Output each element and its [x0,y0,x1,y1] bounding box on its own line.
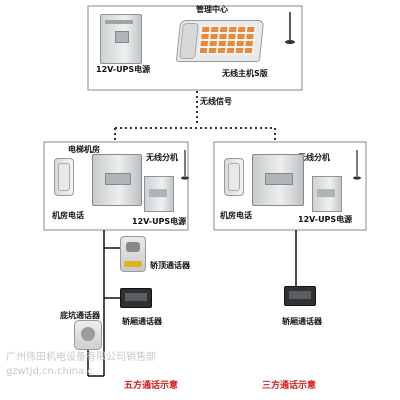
left-extension-cabinet [92,154,142,206]
left-ups-cabinet [144,176,174,212]
right-car-inside-label: 轿厢通话器 [282,317,322,326]
left-extension-label: 无线分机 [146,153,178,162]
top-ups-label: 12V-UPS电源 [96,65,151,74]
left-car-intercom-device [120,288,152,308]
right-extension-cabinet [252,154,304,206]
car-top-intercom-device [120,236,146,272]
left-ups-label: 12V-UPS电源 [132,217,187,226]
watermark-line1: 广州伟田机电设备有限公司销售部 [6,352,156,363]
top-ups-cabinet [100,14,142,64]
left-car-inside-label: 轿厢通话器 [122,317,162,326]
watermark-line2: gzwtjd.cn.china.c [6,366,93,377]
right-extension-label: 无线分机 [298,153,330,162]
right-room-phone-label: 机房电话 [220,211,252,220]
left-room-phone-device [54,158,74,196]
car-top-label: 轿顶通话器 [150,261,190,270]
left-room-phone-label: 机房电话 [52,211,84,220]
host-label: 无线主机S版 [222,69,268,78]
management-center-title: 管理中心 [196,5,228,14]
right-ups-cabinet [312,176,342,212]
left-machine-room-label: 电梯机房 [68,145,100,154]
right-room-phone-device [224,158,244,196]
pit-intercom-device [74,320,102,350]
right-ups-label: 12V-UPS电源 [298,215,353,224]
pit-label: 底坑通话器 [60,311,100,320]
right-caption: 三方通话示意 [262,381,317,391]
wireless-signal-label: 无线信号 [200,97,232,106]
right-car-intercom-device [284,286,316,306]
left-caption: 五方通话示意 [124,381,179,391]
wireless-host-phone [175,20,265,62]
